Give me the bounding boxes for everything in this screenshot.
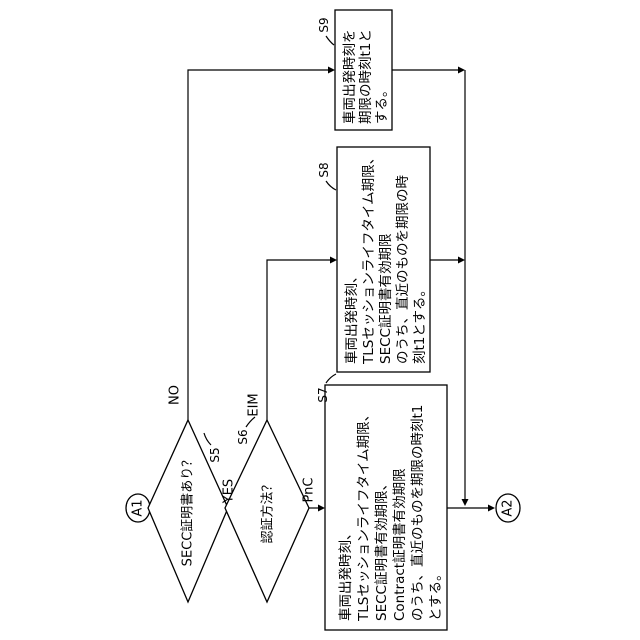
line-s5-s9: [188, 70, 331, 420]
branch-no-label: NO: [168, 385, 183, 405]
process-s7-line-3: SECC証明書有効期限、: [374, 477, 390, 621]
decision-s6: 認証方法？ S6: [225, 417, 309, 602]
arrow-s7-a2: [488, 505, 495, 512]
start-connector-label: A1: [131, 499, 146, 516]
decision-s5: SECC証明書あり？ S5: [148, 420, 228, 602]
decision-s6-leader: [246, 417, 255, 427]
decision-s5-step: S5: [208, 447, 222, 462]
decision-s6-text: 認証方法？: [260, 478, 276, 543]
process-s8-step: S8: [317, 162, 331, 177]
end-connector: A2: [496, 494, 520, 522]
process-s7-step: S7: [316, 387, 330, 402]
process-s8-line-2: TLSセッションライフタイム期限、: [361, 151, 377, 365]
decision-s5-text: SECC証明書あり？: [181, 454, 196, 567]
process-s9-line-1: 車両出発時刻を: [342, 30, 358, 125]
process-s9-leader: [326, 36, 334, 45]
process-s9-step: S9: [317, 17, 331, 32]
branch-pnc-label: PnC: [302, 478, 317, 503]
process-s9-line-2: 期限の時刻t1と: [358, 29, 374, 124]
arrow-s8-out: [458, 257, 465, 264]
arrow-s5-s9: [328, 67, 335, 74]
decision-s6-step: S6: [236, 429, 250, 444]
process-s7-line-5: のうち、直近のものを期限の時刻t1: [410, 405, 426, 621]
process-s9-line-3: する。: [374, 84, 390, 125]
arrow-s6-s8: [330, 257, 337, 264]
process-s7-line-6: とする。: [428, 567, 444, 621]
process-s8-line-1: 車両出発時刻、: [344, 270, 360, 365]
branch-yes-label: YES: [222, 479, 237, 504]
branch-eim-label: EIM: [247, 393, 262, 416]
process-s7-line-4: Contract証明書有効期限: [392, 468, 408, 621]
process-s7: S7 車両出発時刻、 TLSセッションライフタイム期限、 SECC証明書有効期限…: [316, 374, 447, 630]
process-s8-leader: [326, 181, 336, 190]
process-s7-line-1: 車両出発時刻、: [338, 527, 354, 622]
process-s7-leader: [326, 374, 336, 383]
arrow-s6-s7: [318, 505, 325, 512]
decision-s5-leader: [204, 433, 211, 445]
process-s8-line-3: SECC証明書有効期限: [378, 233, 394, 364]
process-s8-line-4: のうち、直近のものを期限の時: [395, 175, 411, 364]
process-s8-line-5: 刻t1とする。: [412, 283, 428, 364]
arrow-collector: [462, 499, 469, 506]
arrow-s9-out: [458, 67, 465, 74]
process-s7-line-2: TLSセッションライフタイム期限、: [356, 408, 372, 622]
end-connector-label: A2: [501, 499, 516, 516]
start-connector: A1: [126, 494, 150, 522]
